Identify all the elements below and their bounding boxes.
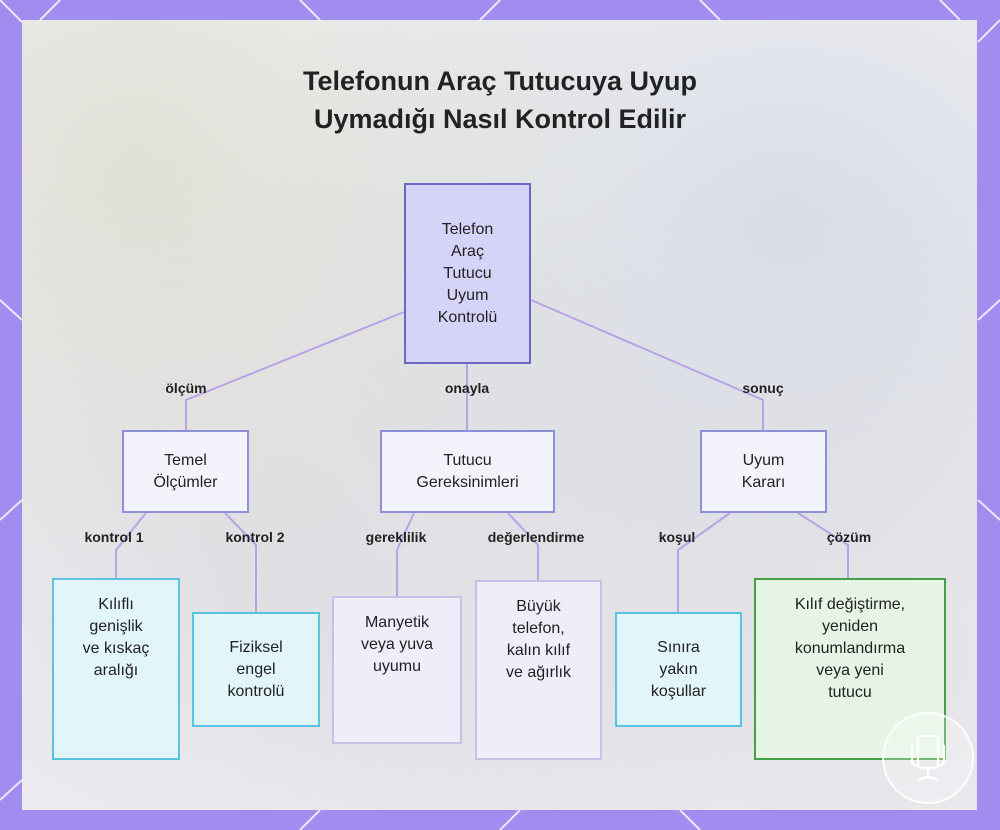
node-fiziksel-engel: Fiziksel engel kontrolü (192, 612, 320, 727)
edge-temel-kilifli (116, 513, 146, 578)
node-sinira-yakin: Sınıra yakın koşullar (615, 612, 742, 727)
edge-tutucu-buyuk (508, 513, 538, 580)
edge-root-temel (186, 312, 404, 430)
edge-label-kosul: koşul (659, 529, 696, 545)
node-root: Telefon Araç Tutucu Uyum Kontrolü (404, 183, 531, 364)
edge-uyum-sinira (678, 513, 730, 612)
node-tutucu-gereksinimleri: Tutucu Gereksinimleri (380, 430, 555, 513)
edge-label-degerlendirme: değerlendirme (488, 529, 584, 545)
edge-tutucu-manyetik (397, 513, 414, 596)
node-temel-olcumler: Temel Ölçümler (122, 430, 249, 513)
node-kilifli-genislik: Kılıflı genişlik ve kıskaç aralığı (52, 578, 180, 760)
node-manyetik-yuva: Manyetik veya yuva uyumu (332, 596, 462, 744)
edge-label-olcum: ölçüm (165, 380, 206, 396)
edge-label-onayla: onayla (445, 380, 489, 396)
edge-uyum-kilif (798, 513, 848, 578)
edge-root-uyum (531, 300, 763, 430)
edge-label-kontrol-1: kontrol 1 (84, 529, 143, 545)
edge-label-sonuc: sonuç (742, 380, 783, 396)
edge-label-cozum: çözüm (827, 529, 871, 545)
node-uyum-karari: Uyum Kararı (700, 430, 827, 513)
edge-label-kontrol-2: kontrol 2 (225, 529, 284, 545)
edge-temel-fiziksel (225, 513, 256, 612)
phone-holder-logo-icon (882, 712, 974, 804)
node-buyuk-telefon: Büyük telefon, kalın kılıf ve ağırlık (475, 580, 602, 760)
edge-label-gereklilik: gereklilik (366, 529, 427, 545)
